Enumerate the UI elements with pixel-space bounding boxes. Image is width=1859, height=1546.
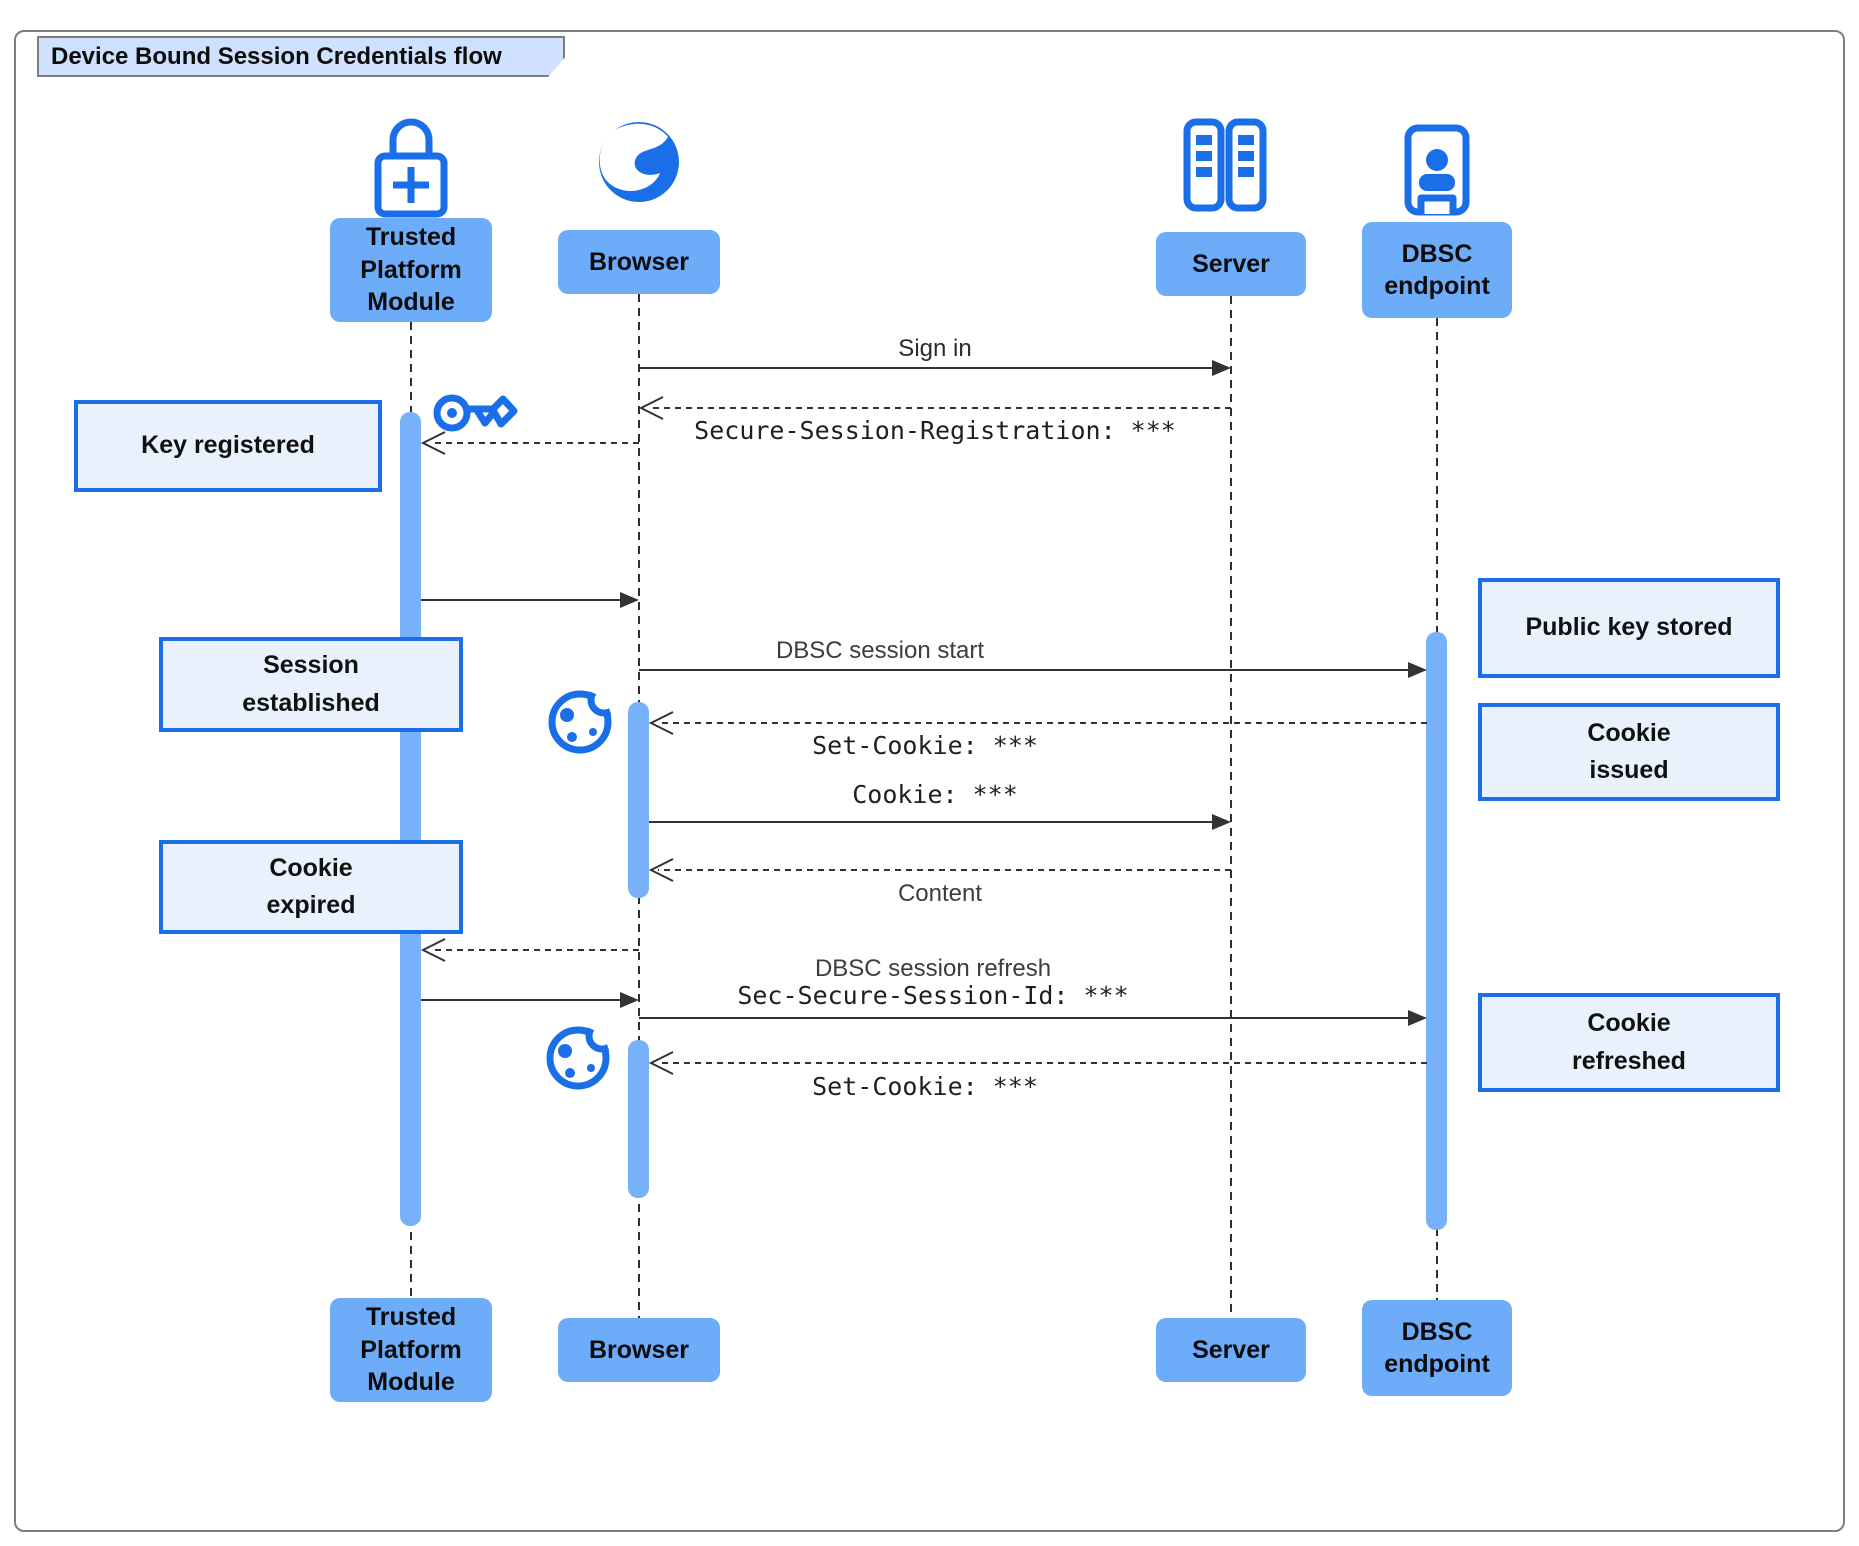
message-label-content: Content [897, 880, 983, 907]
participant-server-bottom: Server [1156, 1318, 1306, 1382]
message-label-sign-in: Sign in [898, 335, 972, 362]
note-key-registered: Key registered [74, 400, 382, 492]
message-label-dbsc-session-refresh: DBSC session refresh [814, 955, 1052, 982]
arrow-dbsc-session-start [639, 662, 1427, 678]
server-racks-icon [1183, 118, 1267, 212]
arrow-tpm-to-browser-2 [421, 992, 639, 1008]
participant-dbsc-top: DBSC endpoint [1362, 222, 1512, 318]
cookie-icon [548, 690, 612, 754]
activation-bar-dbsc [1426, 632, 1447, 1230]
key-icon [433, 394, 518, 432]
participant-tpm-top: Trusted Platform Module [330, 218, 492, 322]
participant-browser-top: Browser [558, 230, 720, 294]
cookie-icon [546, 1026, 610, 1090]
participant-tpm-bottom: Trusted Platform Module [330, 1298, 492, 1402]
note-cookie-refreshed: Cookie refreshed [1478, 993, 1780, 1092]
diagram-frame [14, 30, 1845, 1532]
globe-icon [599, 122, 679, 202]
message-label-secure-session-registration: Secure-Session-Registration: *** [694, 416, 1176, 445]
door-person-icon [1404, 124, 1470, 216]
arrow-set-cookie-1 [648, 711, 1427, 735]
message-label-set-cookie-1: Set-Cookie: *** [812, 731, 1038, 760]
note-public-key-stored: Public key stored [1478, 578, 1780, 678]
arrow-cookie [649, 814, 1231, 830]
note-cookie-expired: Cookie expired [159, 840, 463, 934]
arrow-secure-session-registration [638, 396, 1231, 420]
arrow-dbsc-session-refresh [639, 1010, 1427, 1026]
arrow-refresh-key [420, 938, 639, 962]
message-label-cookie: Cookie: *** [852, 780, 1018, 809]
arrow-sign-in [639, 360, 1231, 376]
arrow-tpm-to-browser-1 [421, 592, 639, 608]
arrow-content [648, 858, 1231, 882]
activation-bar-tpm [400, 412, 421, 1226]
note-session-established: Session established [159, 637, 463, 732]
activation-bar-browser-1 [628, 702, 649, 898]
activation-bar-browser-2 [628, 1040, 649, 1198]
diagram-title: Device Bound Session Credentials flow [37, 36, 565, 77]
lock-plus-icon [374, 118, 448, 218]
arrow-set-cookie-2 [648, 1051, 1427, 1075]
participant-server-top: Server [1156, 232, 1306, 296]
note-cookie-issued: Cookie issued [1478, 703, 1780, 801]
participant-dbsc-bottom: DBSC endpoint [1362, 1300, 1512, 1396]
arrow-register-key [420, 431, 639, 455]
message-label-dbsc-session-start: DBSC session start [775, 637, 985, 664]
message-label-sec-secure-session-id: Sec-Secure-Session-Id: *** [737, 981, 1129, 1010]
message-label-set-cookie-2: Set-Cookie: *** [812, 1072, 1038, 1101]
participant-browser-bottom: Browser [558, 1318, 720, 1382]
